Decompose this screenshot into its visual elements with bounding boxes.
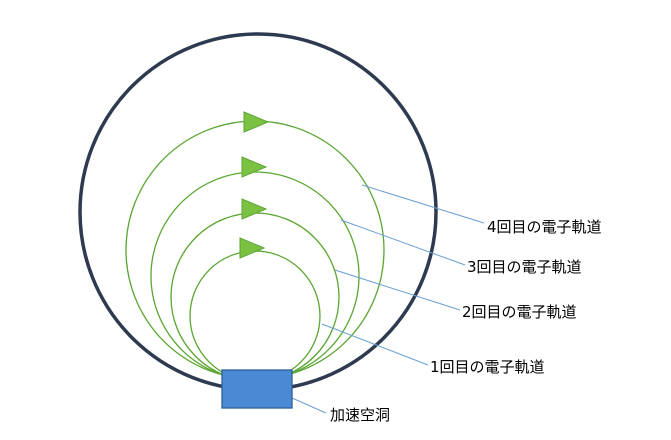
orbit-2-arrow-icon	[241, 198, 268, 220]
orbit-3-arrow-icon	[241, 156, 268, 178]
orbit-2	[170, 212, 340, 382]
leader-line-orbit-3	[340, 219, 466, 266]
label-orbit-2: 2回目の電子軌道	[462, 303, 577, 321]
label-orbit-3: 3回目の電子軌道	[467, 258, 582, 276]
orbit-3	[150, 171, 360, 381]
leader-line-orbit-4	[361, 184, 485, 224]
leader-line-orbit-1	[321, 323, 429, 366]
leader-line-orbit-2	[334, 269, 461, 311]
leader-line-cavity	[291, 397, 327, 414]
label-cavity: 加速空洞	[330, 406, 390, 424]
orbit-1	[189, 250, 321, 382]
accelerating-cavity	[221, 369, 293, 409]
label-orbit-4: 4回目の電子軌道	[487, 218, 602, 236]
label-orbit-1: 1回目の電子軌道	[430, 358, 545, 376]
orbit-1-arrow-icon	[239, 237, 266, 259]
orbit-4-arrow-icon	[243, 111, 270, 133]
